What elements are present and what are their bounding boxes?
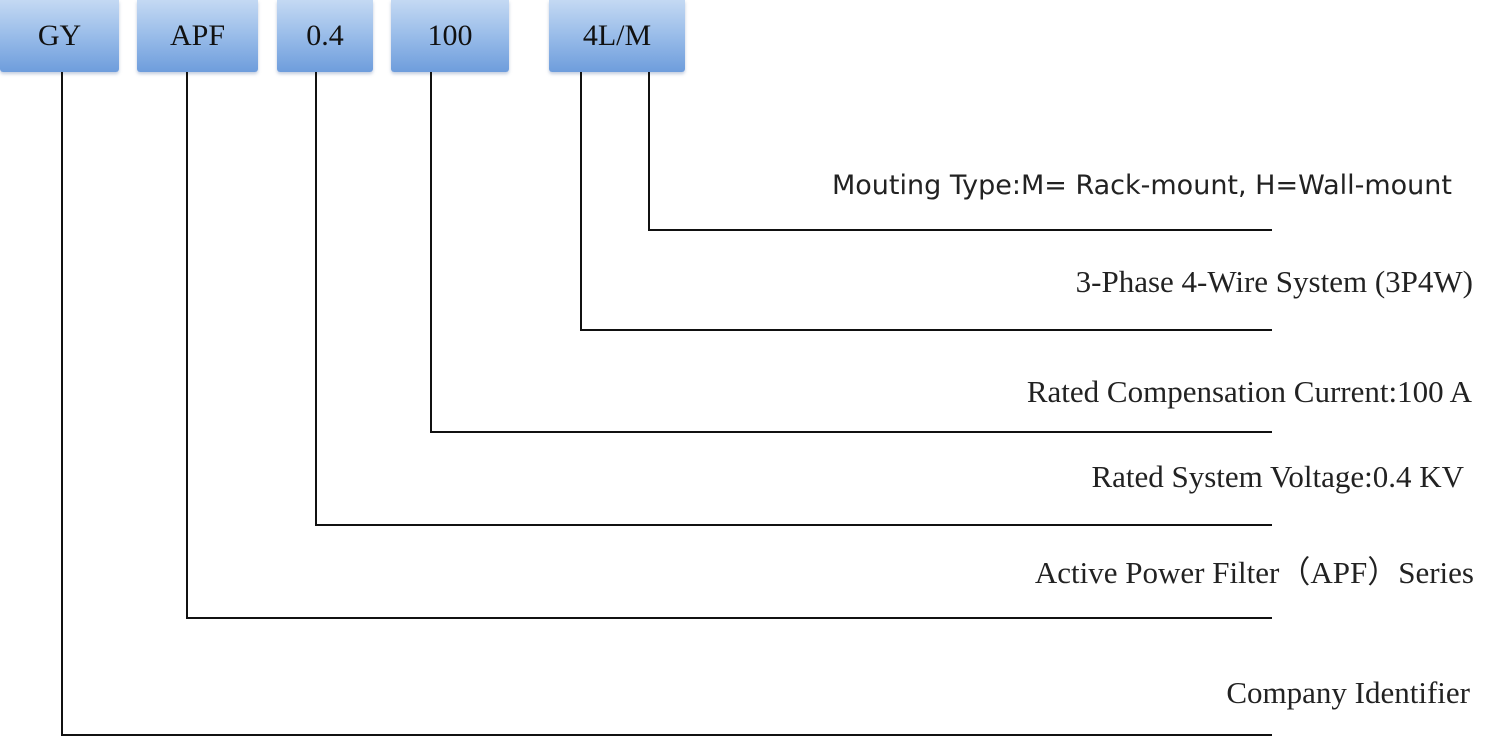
connector-system xyxy=(580,72,1272,331)
desc-voltage: Rated System Voltage:0.4 KV xyxy=(1091,459,1464,494)
code-box-current: 100 xyxy=(391,0,509,72)
desc-company: Company Identifier xyxy=(1226,675,1470,710)
connector-current xyxy=(430,72,1272,433)
connector-mounting xyxy=(648,72,1272,231)
code-box-gy: GY xyxy=(0,0,119,72)
desc-mounting-type: Mouting Type:M= Rack-mount, H=Wall-mount xyxy=(831,170,1452,201)
code-box-voltage: 0.4 xyxy=(277,0,373,72)
code-box-apf: APF xyxy=(137,0,258,72)
code-box-system: 4L/M xyxy=(549,0,685,72)
desc-system: 3-Phase 4-Wire System (3P4W) xyxy=(1075,264,1473,299)
desc-series: Active Power Filter（APF）Series xyxy=(1034,555,1474,590)
desc-current: Rated Compensation Current:100 A xyxy=(1026,374,1472,409)
connector-voltage xyxy=(315,72,1272,526)
connector-company xyxy=(61,72,1272,736)
connector-series xyxy=(186,72,1272,619)
